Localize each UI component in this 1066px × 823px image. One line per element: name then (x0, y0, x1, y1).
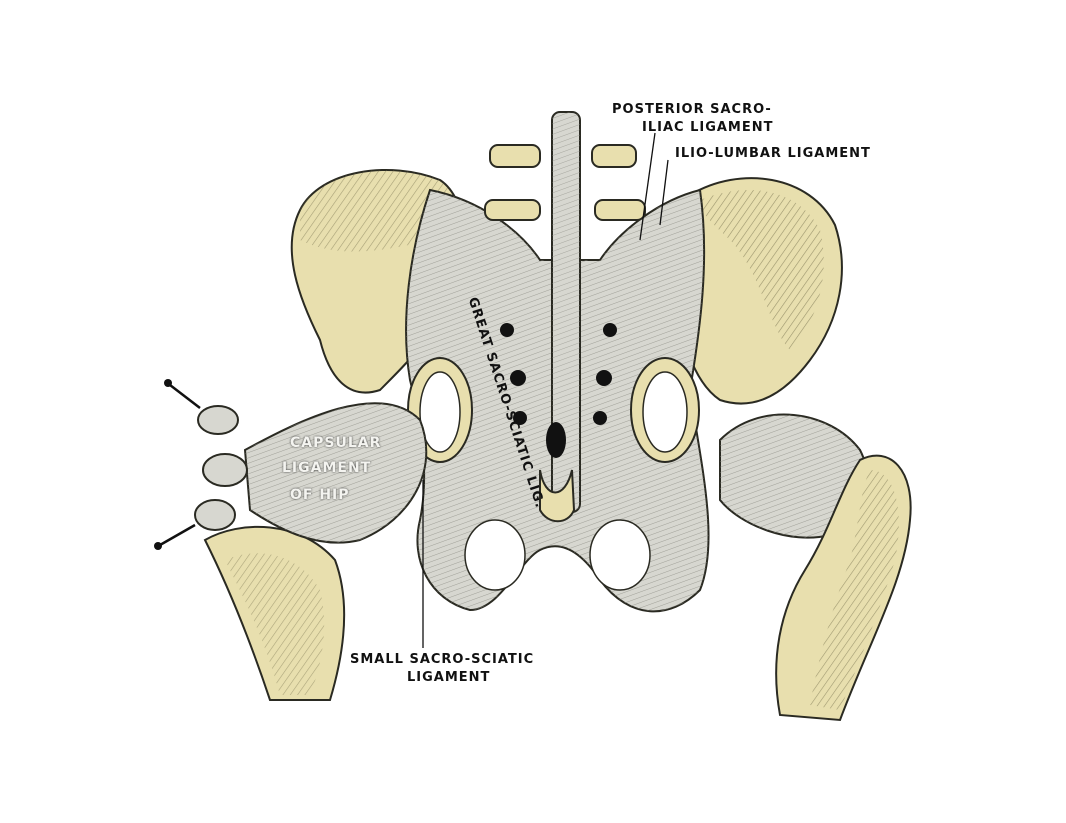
label-capsular-1: CAPSULAR (290, 435, 382, 451)
left-femur (154, 379, 428, 701)
sacrum-and-lumbar-spine (484, 111, 646, 523)
label-ilio-lumbar: ILIO-LUMBAR LIGAMENT (675, 146, 871, 161)
label-small-sacro-sciatic-2: LIGAMENT (407, 670, 491, 685)
right-ilium (667, 177, 843, 405)
label-posterior-sacro-iliac-1: POSTERIOR SACRO- (612, 102, 772, 117)
label-capsular-2: LIGAMENT (282, 460, 372, 476)
label-capsular-3: OF HIP (290, 487, 350, 503)
label-small-sacro-sciatic-1: SMALL SACRO-SCIATIC (350, 652, 535, 667)
leader-lines (422, 132, 669, 648)
right-femur (719, 413, 912, 722)
label-posterior-sacro-iliac-2: ILIAC LIGAMENT (642, 120, 774, 135)
